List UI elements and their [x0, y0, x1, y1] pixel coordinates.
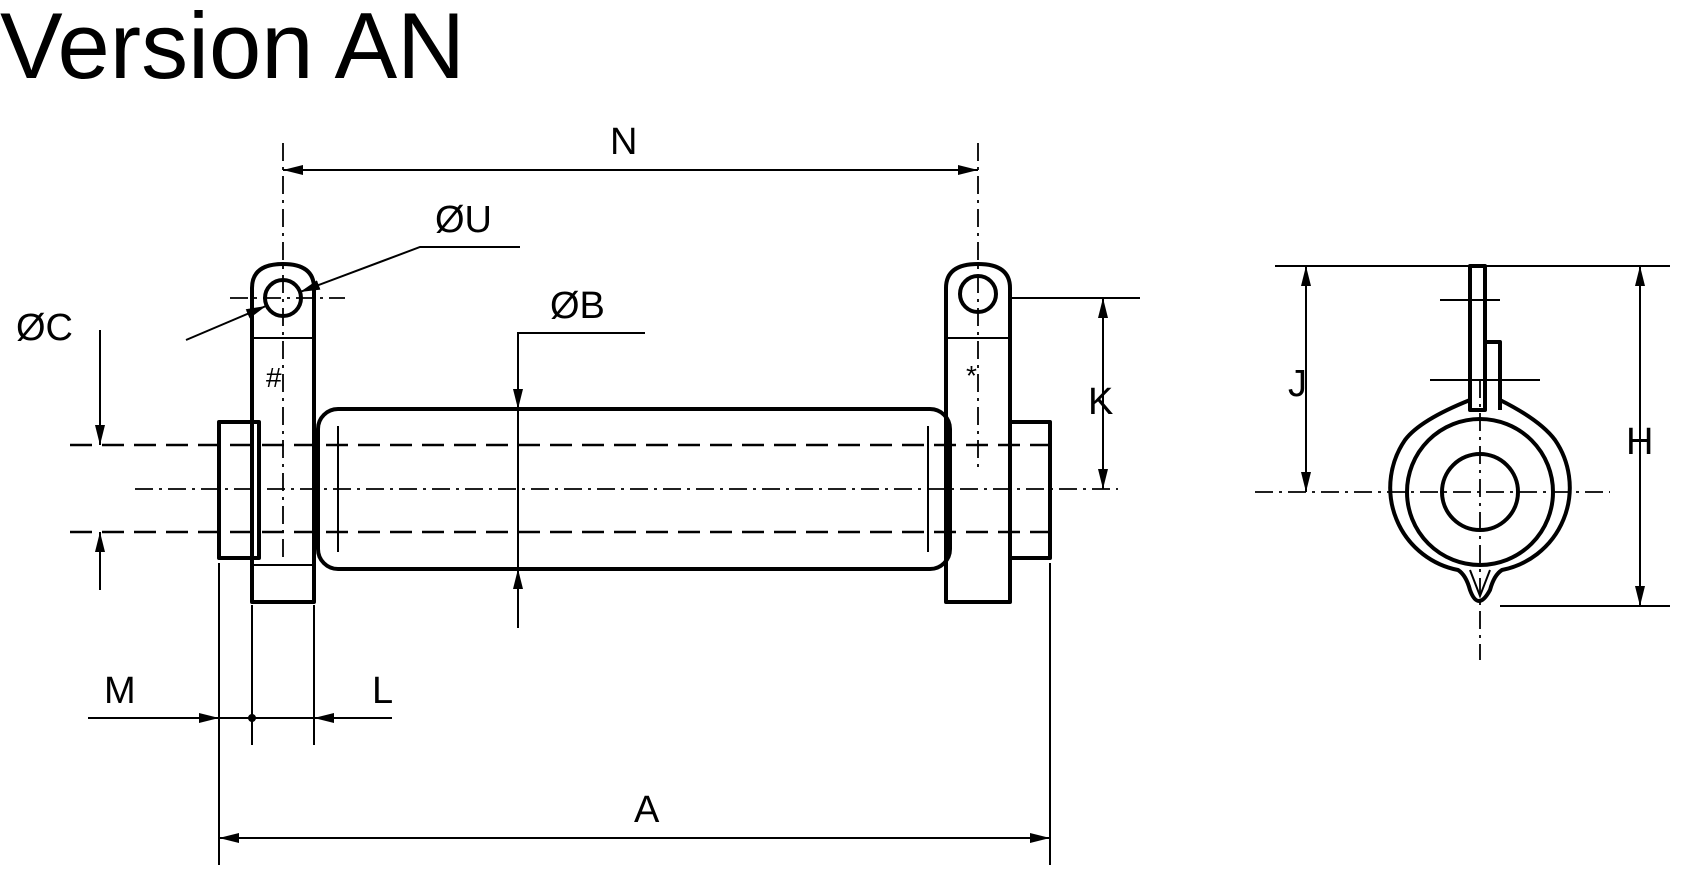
left-end-cap: [217, 420, 261, 560]
right-end-cap: [1008, 420, 1052, 560]
dim-label-c: ØC: [16, 307, 73, 349]
end-view: J H: [1255, 264, 1670, 660]
dim-label-h: H: [1626, 421, 1653, 463]
end-view-bracket: [1388, 398, 1572, 603]
dim-label-l: L: [372, 670, 393, 712]
dim-label-a: A: [634, 789, 660, 831]
dim-label-n: N: [610, 121, 637, 163]
dim-label-b: ØB: [550, 285, 605, 327]
dim-label-u: ØU: [435, 199, 492, 241]
svg-text:#: #: [266, 362, 282, 393]
side-view: # * N ØU ØB ØC K: [16, 121, 1140, 865]
drawing-title: Version AN: [0, 0, 465, 98]
dim-label-k: K: [1088, 381, 1113, 423]
dim-label-m: M: [104, 670, 136, 712]
right-terminal: [944, 262, 1012, 604]
dim-label-j: J: [1288, 363, 1307, 405]
svg-text:*: *: [966, 360, 977, 391]
